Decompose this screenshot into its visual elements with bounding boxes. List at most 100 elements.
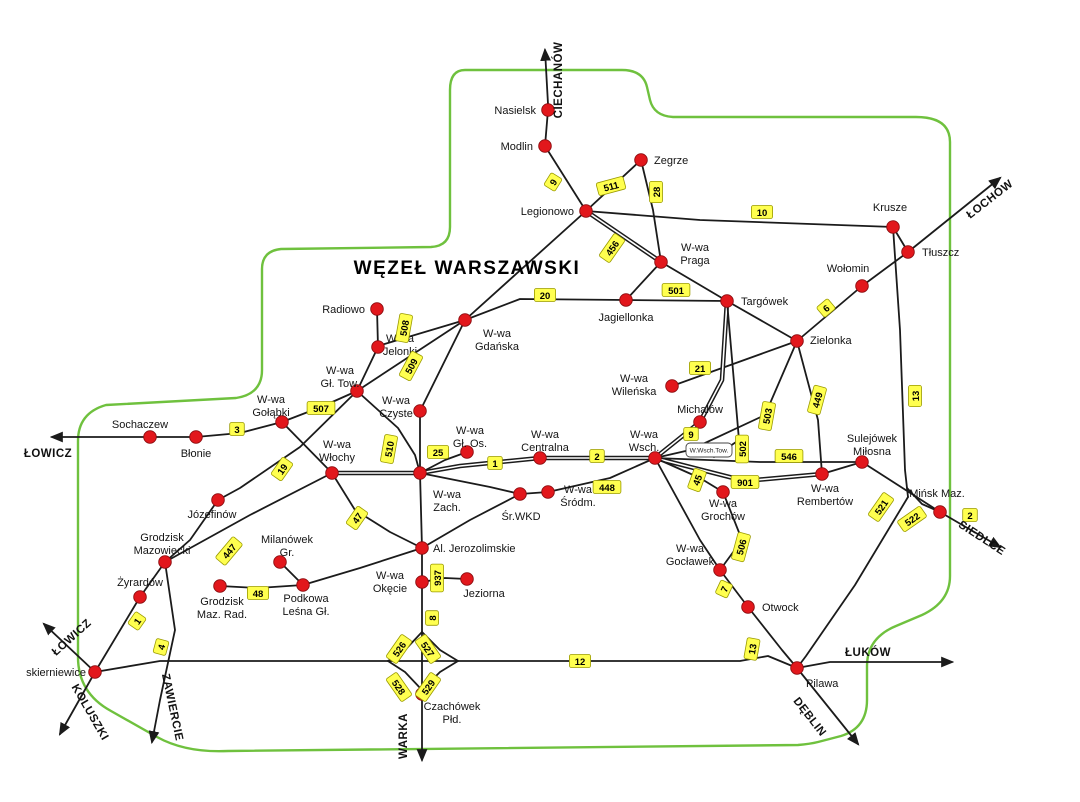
railway-line [796, 656, 955, 669]
railway-line [331, 472, 423, 549]
railway-line [796, 340, 823, 475]
station-dot-radiowo [370, 302, 384, 316]
line-badge-number: 449 [811, 391, 826, 409]
railway-line [585, 210, 894, 228]
direction-ciechanów: CIECHANÓW [552, 42, 565, 119]
railway-line [654, 457, 749, 608]
line-badge-2: 2 [589, 449, 605, 463]
station-dot-w-wa-centralna [533, 451, 547, 465]
line-badge-19: 19 [270, 456, 294, 482]
railway-line [377, 319, 466, 347]
station-dot-jeziorna [460, 572, 474, 586]
station-dot-w-wa-rembertów [815, 467, 829, 481]
station-dot-krusze [886, 220, 900, 234]
line-badge-number: 2 [594, 452, 599, 463]
station-dot-józefinów [211, 493, 225, 507]
direction-zawiercie: ZAWIERCIE [159, 673, 185, 742]
station-dot-al-jerozolimskie [415, 541, 429, 555]
station-dot-wołomin [855, 279, 869, 293]
railway-line [640, 159, 662, 263]
railway-line [654, 340, 798, 459]
station-label-krusze: Krusze [873, 202, 907, 214]
line-badge-number: 510 [383, 440, 397, 458]
line-badge-number: 511 [603, 180, 621, 195]
station-dot-w-wa-gł-tow [350, 384, 364, 398]
line-badge-number: 3 [234, 425, 239, 436]
line-badge-number: 9 [688, 430, 693, 441]
station-dot-w-wa-czyste [413, 404, 427, 418]
station-dot-w-wa-śródm [541, 485, 555, 499]
railway-line [58, 671, 96, 736]
railway-line [796, 667, 860, 746]
railway-line [281, 421, 333, 474]
railway-line [387, 660, 423, 691]
line-badge-number: 502 [738, 441, 749, 457]
railway-line [939, 511, 1002, 549]
station-dot-otwock [741, 600, 755, 614]
line-badge-number: 19 [276, 462, 291, 477]
station-dot-w-wa-gocławek [713, 563, 727, 577]
station-dot-sulejówek-miłosna [855, 455, 869, 469]
line-badge-number: 12 [575, 657, 586, 668]
railway-line [419, 472, 423, 549]
station-label-józefinów: Józefinów [188, 509, 237, 521]
line-badge-10: 10 [750, 205, 774, 219]
railway-line-double-track-gap [585, 210, 662, 263]
railway-line [660, 261, 728, 302]
railway-line [164, 499, 219, 563]
line-badge-number: 1 [132, 616, 144, 627]
station-dot-w-wa-zach [413, 466, 427, 480]
line-badge-number: 503 [761, 407, 775, 425]
station-dot-żyrardów [133, 590, 147, 604]
railway-line [148, 561, 176, 745]
line-badge-937: 937 [430, 563, 444, 593]
railway-line [821, 461, 863, 475]
railway-line [907, 176, 1002, 253]
line-badge-449: 449 [807, 384, 827, 416]
line-badge-number: 10 [757, 208, 768, 219]
station-dot-w-wa-praga [654, 255, 668, 269]
railway-line [747, 606, 798, 669]
line-badge-number: 13 [911, 391, 922, 402]
line-badge-448: 448 [592, 480, 622, 494]
station-label-modlin: Modlin [501, 141, 533, 153]
station-label-zielonka: Zielonka [810, 335, 852, 347]
station-dot-milanówek-gr [273, 555, 287, 569]
station-dot-śrwkd [513, 487, 527, 501]
railway-line [726, 300, 798, 342]
station-dot-tłuszcz [901, 245, 915, 259]
railway-line [217, 390, 358, 501]
station-label-radiowo: Radiowo [322, 304, 365, 316]
station-label-skierniewice: skierniewice [26, 667, 86, 679]
line-badge-3: 3 [229, 422, 245, 436]
railway-line [302, 547, 423, 586]
line-badge-number: 8 [428, 615, 439, 620]
line-badge-7: 7 [715, 579, 733, 599]
line-badge-456: 456 [599, 233, 625, 263]
station-dot-podkowa-leśna-gł [296, 578, 310, 592]
line-badge-1: 1 [487, 456, 503, 470]
line-badge-number: 507 [313, 404, 329, 415]
direction-łochów: ŁOCHÓW [964, 177, 1016, 221]
line-badge-8: 8 [425, 610, 439, 626]
railway-line [464, 210, 587, 321]
line-badge-901: 901 [730, 475, 760, 489]
line-badge-28: 28 [649, 180, 663, 204]
railway-line [421, 493, 521, 549]
railway-line [540, 47, 552, 105]
railway-line-double-track-gap [654, 300, 728, 459]
station-box-label: W.Wsch.Tow. [690, 447, 729, 454]
